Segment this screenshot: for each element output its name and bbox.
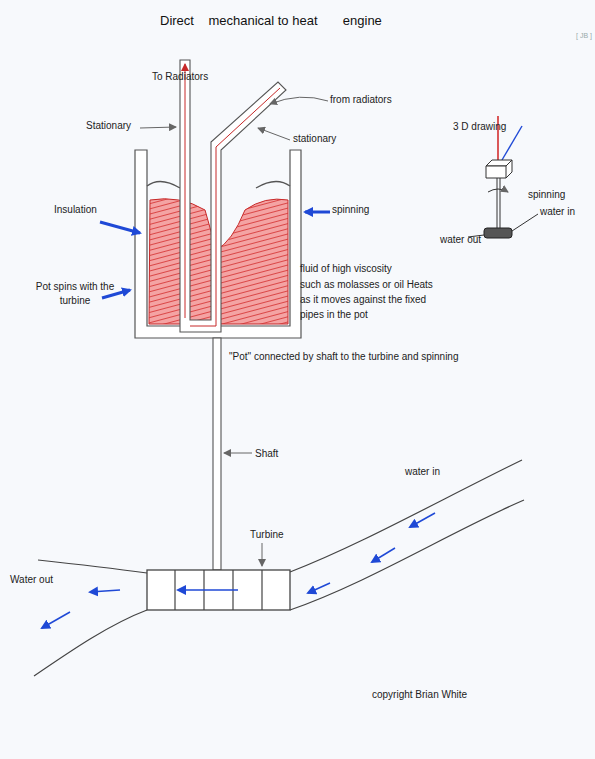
- callout-label: spinning: [332, 202, 369, 217]
- pot-sketch: [486, 160, 512, 178]
- callout-label: Insulation: [54, 202, 97, 217]
- leader-arrow: [270, 97, 328, 104]
- leader-arrow: [140, 127, 176, 128]
- callout-arrow: [100, 222, 140, 233]
- callout-label: fluid of high viscosity: [300, 261, 392, 276]
- callout-label: such as molasses or oil Heats as it move…: [300, 277, 434, 322]
- inlet-pipe: [290, 460, 522, 572]
- outlet-pipe: [38, 560, 147, 573]
- callout-label: Stationary: [86, 118, 131, 133]
- inlet-line-sketch: [512, 214, 538, 231]
- callout-label: Pot spins with the turbine: [35, 280, 115, 308]
- flow-arrow: [308, 583, 330, 593]
- leader-arrow: [258, 128, 290, 140]
- callout-label: To Radiators: [152, 69, 208, 84]
- callout-label: Water out: [10, 572, 53, 587]
- callout-label: copyright Brian White: [372, 687, 467, 702]
- callout-arrow: [305, 211, 330, 214]
- flow-arrow: [372, 548, 395, 562]
- flow-arrow: [178, 589, 238, 591]
- flow-line: [190, 88, 280, 326]
- pot-lip: [256, 181, 290, 188]
- pot-lip: [147, 181, 180, 188]
- callout-label: [ JB ]: [576, 28, 592, 43]
- title: Direct mechanical to heat engine: [160, 13, 382, 28]
- shaft: [213, 338, 221, 570]
- callout-label: water in: [405, 464, 440, 479]
- callout-label: water out: [440, 232, 481, 247]
- flow-arrow: [90, 590, 120, 592]
- shaft-sketch: [497, 178, 498, 228]
- inlet-pipe: [290, 500, 524, 610]
- callout-label: stationary: [293, 131, 336, 146]
- flow-arrow: [410, 513, 435, 527]
- turbine: [147, 570, 290, 610]
- shaft-sketch: [500, 178, 501, 228]
- flow-arrow: [42, 612, 70, 628]
- callout-label: from radiators: [330, 92, 392, 107]
- callout-label: Shaft: [255, 446, 278, 461]
- turbine-blade: [174, 570, 175, 610]
- callout-label: "Pot" connected by shaft to the turbine …: [229, 349, 458, 364]
- callout-label: spinning: [528, 187, 565, 202]
- rotation-arrow: [488, 189, 508, 192]
- flow-line: [185, 64, 186, 318]
- leader-arrow: [224, 453, 252, 454]
- leader-arrow: [262, 543, 263, 566]
- callout-label: Turbine: [250, 527, 284, 542]
- callout-label: water in: [540, 204, 575, 219]
- stationary-pipe: [180, 60, 286, 332]
- callout-label: 3 D drawing: [453, 119, 506, 134]
- turbine-blade: [261, 570, 262, 610]
- turbine-sketch: [484, 228, 512, 238]
- outlet-pipe: [34, 610, 147, 676]
